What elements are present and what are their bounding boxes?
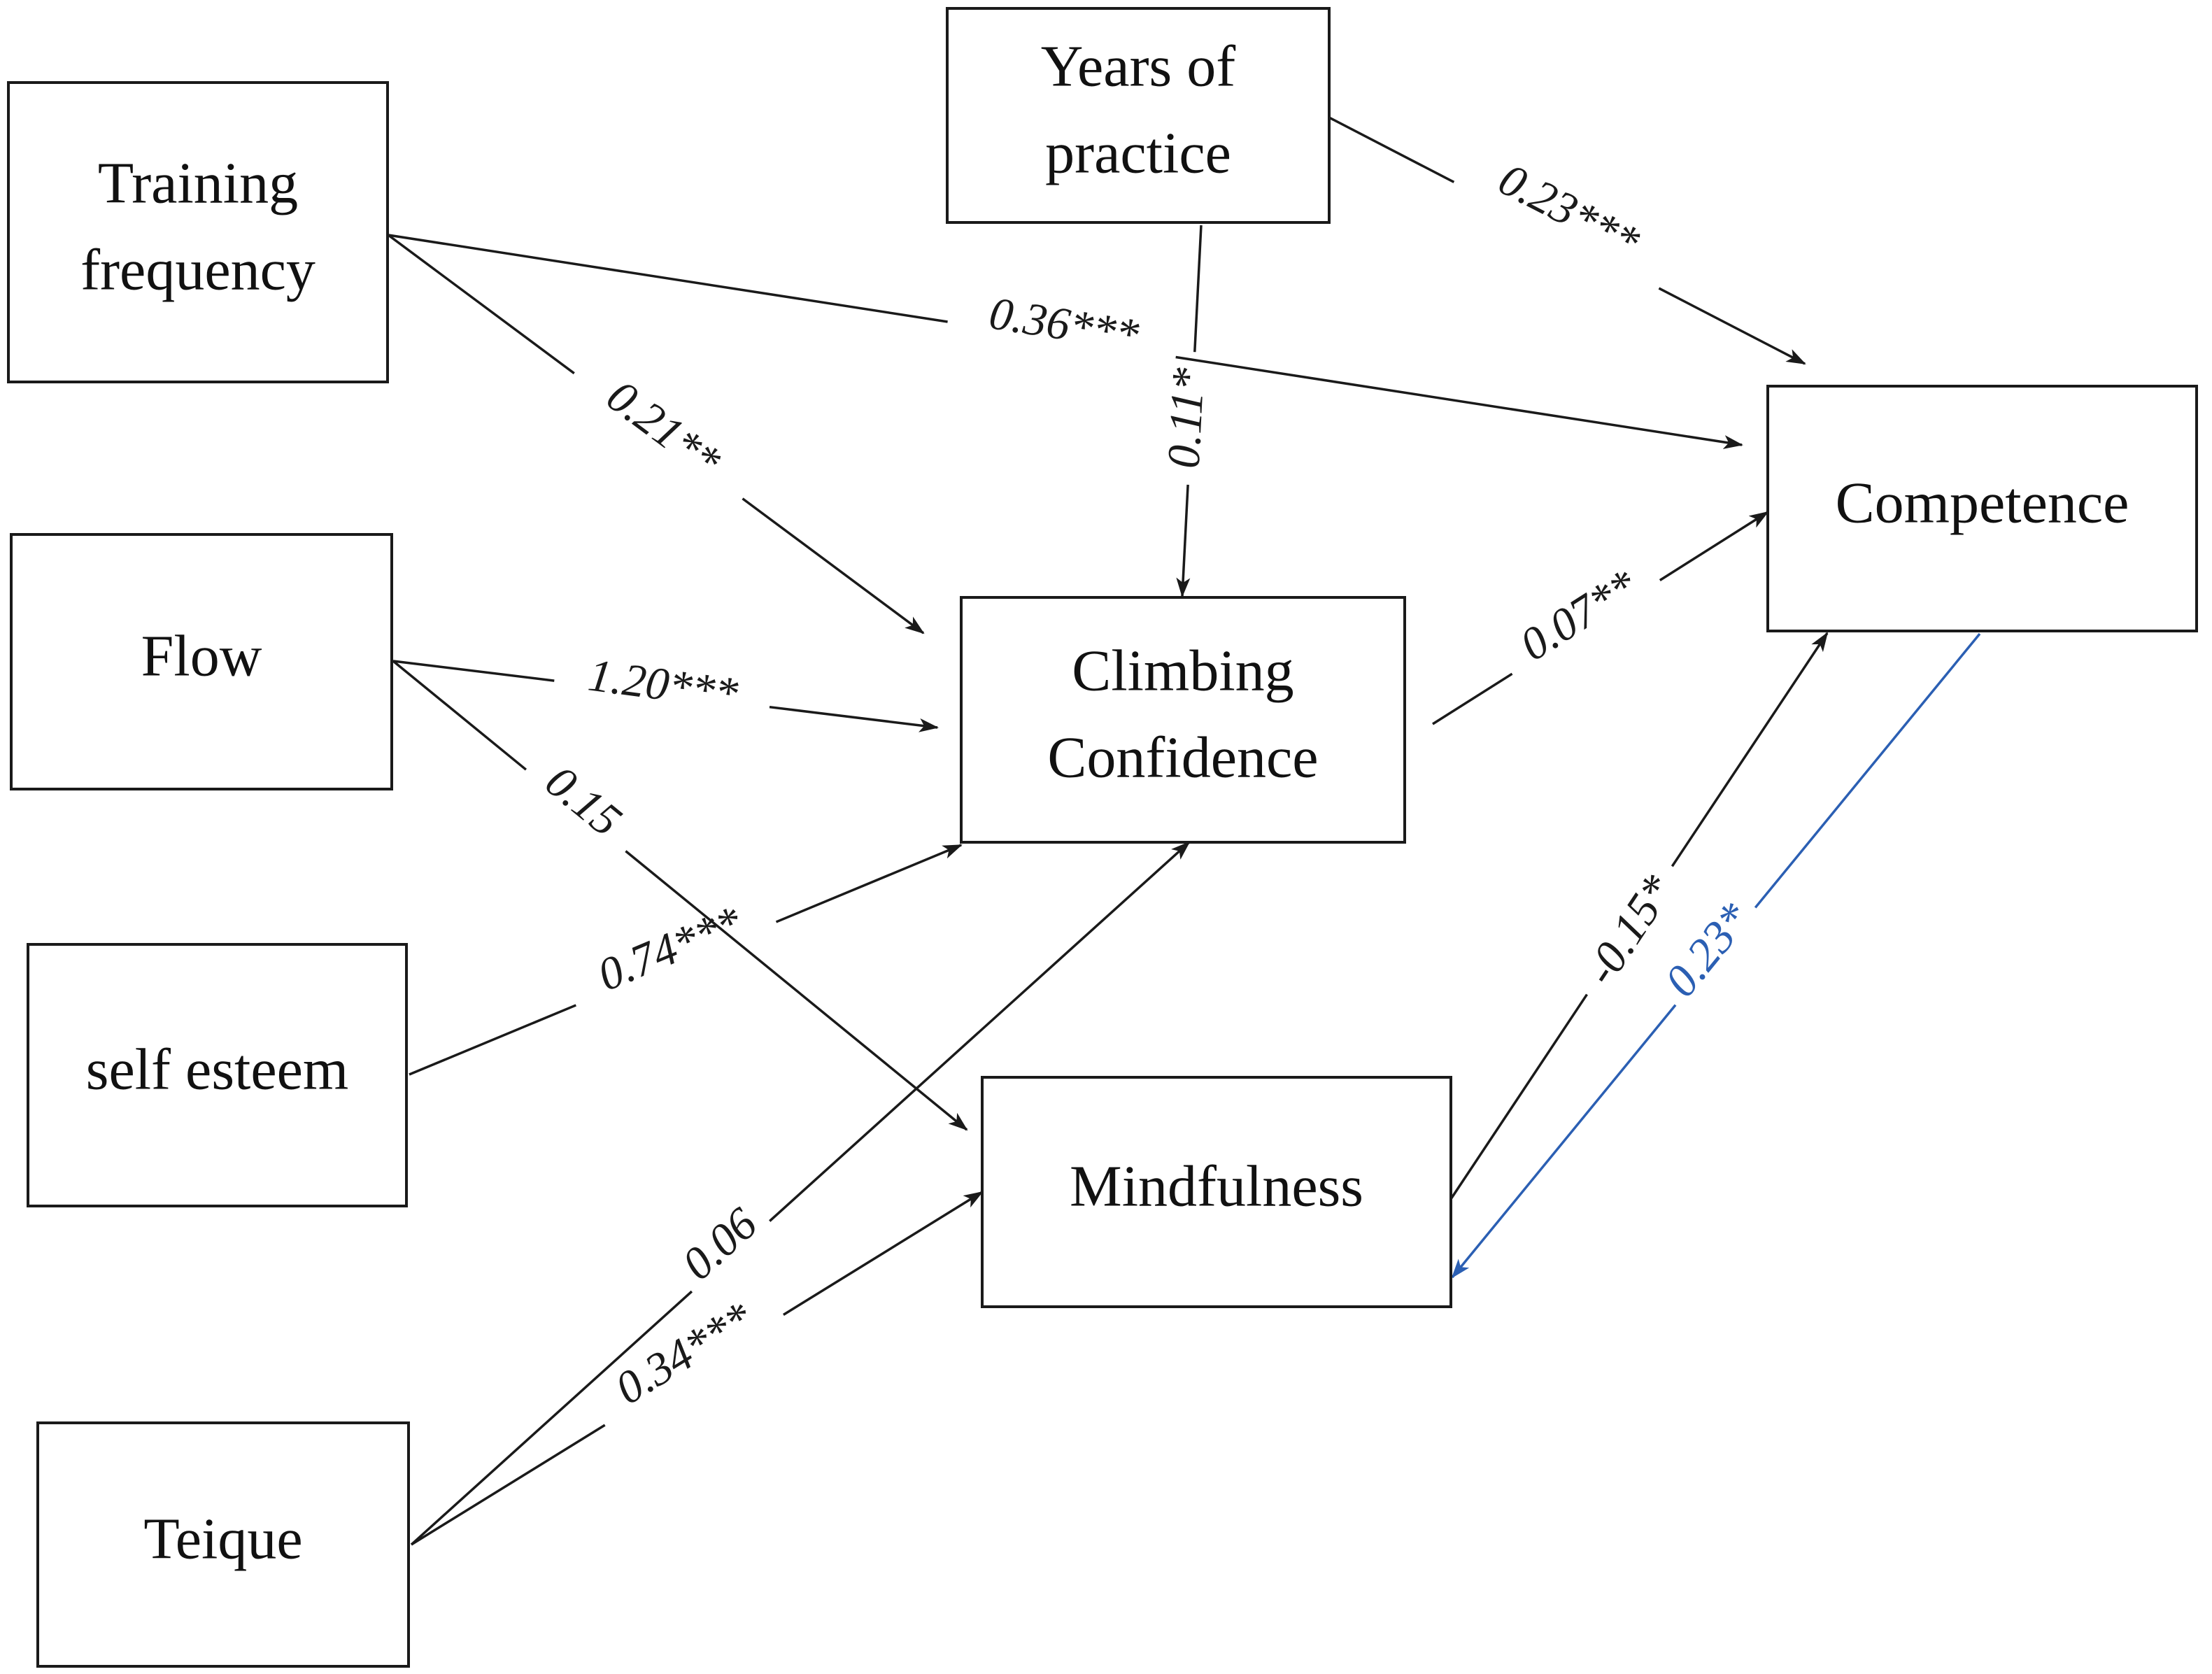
edge-confidence-competence	[1432, 511, 1769, 725]
edge-arrow-training-confidence	[742, 497, 925, 634]
edge-line-flow-confidence	[392, 660, 555, 682]
edge-label-flow-confidence: 1.20***	[586, 650, 741, 720]
node-selfesteem: self esteem	[27, 943, 408, 1207]
edge-line-confidence-competence	[1432, 672, 1513, 725]
edge-arrow-years-competence	[1658, 287, 1806, 365]
node-box-confidence	[960, 596, 1406, 844]
edge-label-confidence-competence: 0.07**	[1511, 560, 1645, 671]
node-label-training: Training	[98, 150, 298, 215]
edges-layer	[387, 116, 1981, 1546]
edge-line-years-competence	[1328, 116, 1455, 183]
edge-selfesteem-confidence	[409, 844, 963, 1076]
edge-line-mindfulness-competence	[1449, 993, 1588, 1200]
edge-arrow-years-confidence	[1176, 484, 1191, 597]
edge-flow-confidence	[392, 660, 939, 732]
edge-label-years-confidence: 0.11*	[1158, 367, 1214, 469]
edge-label-flow-mindfulness: 0.15	[536, 756, 631, 846]
node-flow: Flow	[10, 533, 393, 790]
node-label-flow: Flow	[141, 623, 262, 688]
edge-arrow-mindfulness-competence	[1671, 632, 1829, 867]
node-label-training: frequency	[80, 237, 316, 302]
node-training: Training frequency	[7, 81, 389, 383]
edge-line-training-confidence	[387, 234, 575, 375]
edge-arrow-flow-confidence	[769, 705, 939, 732]
node-label-mindfulness: Mindfulness	[1070, 1154, 1363, 1219]
node-competence: Competence	[1766, 385, 2198, 632]
node-label-selfesteem: self esteem	[86, 1037, 349, 1102]
node-years: Years of practice	[946, 7, 1331, 224]
edge-mindfulness-competence	[1449, 632, 1829, 1200]
node-label-confidence: Confidence	[1047, 725, 1318, 790]
node-mindfulness: Mindfulness	[981, 1076, 1452, 1308]
edge-label-training-confidence: 0.21**	[597, 370, 730, 487]
edge-teique-confidence	[410, 841, 1191, 1546]
edge-label-training-competence: 0.36***	[986, 288, 1142, 361]
edge-competence-mindfulness	[1451, 632, 1981, 1279]
edge-arrow-selfesteem-confidence	[775, 844, 963, 923]
node-label-years: practice	[1045, 120, 1231, 185]
edge-line-teique-mindfulness	[411, 1424, 606, 1546]
edge-label-years-competence: 0.23***	[1491, 154, 1647, 269]
edge-arrow-competence-mindfulness	[1451, 1004, 1677, 1279]
edge-flow-mindfulness	[392, 660, 968, 1131]
edge-arrow-teique-mindfulness	[782, 1191, 984, 1316]
edge-arrow-flow-mindfulness	[625, 850, 968, 1131]
edge-label-selfesteem-confidence: 0.74***	[591, 896, 749, 1001]
node-box-years	[946, 7, 1331, 224]
node-label-competence: Competence	[1836, 470, 2129, 535]
node-label-teique: Teique	[143, 1506, 302, 1571]
edge-arrow-confidence-competence	[1659, 511, 1769, 582]
edge-training-confidence	[387, 234, 925, 634]
edge-line-selfesteem-confidence	[409, 1004, 576, 1076]
edge-label-teique-mindfulness: 0.34***	[607, 1292, 761, 1414]
edge-years-competence	[1328, 116, 1806, 365]
edge-line-competence-mindfulness	[1754, 632, 1981, 909]
node-box-teique	[36, 1421, 410, 1668]
node-teique: Teique	[36, 1421, 410, 1668]
edge-line-teique-confidence	[410, 1290, 693, 1546]
node-box-competence	[1766, 385, 2198, 632]
node-label-years: Years of	[1041, 34, 1235, 99]
edge-line-training-competence	[388, 234, 948, 323]
node-box-flow	[10, 533, 393, 790]
node-label-confidence: Climbing	[1072, 638, 1293, 703]
edge-training-competence	[388, 234, 1743, 449]
edge-years-confidence	[1176, 225, 1203, 597]
node-box-selfesteem	[27, 943, 408, 1207]
edge-line-years-confidence	[1193, 225, 1203, 353]
edge-teique-mindfulness	[411, 1191, 984, 1546]
node-box-training	[7, 81, 389, 383]
edge-arrow-teique-confidence	[769, 841, 1191, 1222]
edge-line-flow-mindfulness	[392, 660, 527, 771]
edge-arrow-training-competence	[1175, 355, 1743, 449]
node-box-mindfulness	[981, 1076, 1452, 1308]
edge-label-teique-confidence: 0.06	[672, 1198, 767, 1291]
